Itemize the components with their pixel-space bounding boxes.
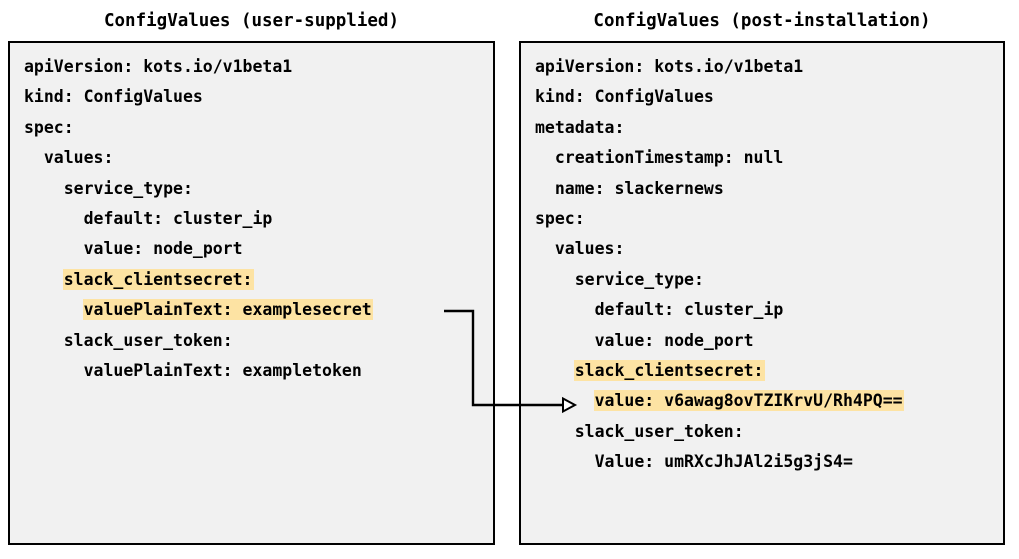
code-indent	[24, 148, 44, 167]
code-line: valuePlainText: examplesecret	[10, 295, 493, 325]
code-text: slack_user_token:	[63, 330, 233, 350]
code-line: metadata:	[521, 113, 1003, 143]
code-line: apiVersion: kots.io/v1beta1	[10, 52, 493, 82]
code-indent	[535, 300, 595, 319]
code-text: service_type:	[63, 178, 193, 198]
code-text: name: slackernews	[554, 178, 724, 198]
code-text: creationTimestamp: null	[554, 148, 784, 168]
code-line: service_type:	[521, 265, 1003, 295]
code-text: kind: ConfigValues	[535, 87, 714, 107]
code-line: values:	[521, 234, 1003, 264]
code-line: value: v6awag8ovTZIKrvU/Rh4PQ==	[521, 386, 1003, 416]
code-text: apiVersion: kots.io/v1beta1	[24, 57, 293, 76]
code-text: values:	[554, 239, 625, 259]
code-line: default: cluster_ip	[521, 295, 1003, 325]
code-indent	[535, 148, 555, 167]
code-indent	[535, 270, 575, 289]
code-lines-post-installation: apiVersion: kots.io/v1beta1 kind: ConfigV…	[521, 43, 1003, 543]
code-text: Value: umRXcJhJAl2i5g3jS4=	[594, 452, 853, 472]
code-indent	[24, 331, 64, 350]
code-lines-user-supplied: apiVersion: kots.io/v1beta1 kind: ConfigV…	[10, 43, 493, 543]
code-indent	[24, 270, 64, 289]
code-text: default: cluster_ip	[594, 300, 784, 320]
code-line: slack_clientsecret:	[521, 356, 1003, 386]
code-indent	[24, 361, 84, 380]
code-line: spec:	[10, 113, 493, 143]
code-line: service_type:	[10, 174, 493, 204]
code-text: service_type:	[574, 269, 704, 289]
code-text: value: node_port	[83, 239, 243, 259]
code-line: Value: umRXcJhJAl2i5g3jS4=	[521, 447, 1003, 477]
code-line: value: node_port	[521, 326, 1003, 356]
code-line: slack_clientsecret:	[10, 265, 493, 295]
code-line: default: cluster_ip	[10, 204, 493, 234]
code-indent	[535, 452, 595, 471]
code-text: metadata:	[535, 117, 625, 137]
code-text: spec:	[24, 117, 74, 137]
code-indent	[24, 300, 84, 319]
panel-title-user-supplied: ConfigValues (user-supplied)	[103, 11, 399, 31]
code-indent	[535, 331, 595, 350]
code-line: slack_user_token:	[10, 326, 493, 356]
code-text-highlighted: value: v6awag8ovTZIKrvU/Rh4PQ==	[594, 391, 903, 411]
code-line: kind: ConfigValues	[10, 82, 493, 112]
code-indent	[535, 422, 575, 441]
code-text-highlighted: slack_clientsecret:	[574, 360, 764, 380]
code-line: values:	[10, 143, 493, 173]
code-line: slack_user_token:	[521, 417, 1003, 447]
code-indent	[24, 179, 64, 198]
code-text: value: node_port	[594, 330, 754, 350]
code-text: values:	[43, 148, 114, 168]
code-text: apiVersion: kots.io/v1beta1	[535, 57, 804, 76]
code-text: slack_user_token:	[574, 421, 744, 441]
code-indent	[535, 391, 595, 410]
code-text: default: cluster_ip	[83, 208, 273, 228]
code-text: valuePlainText: exampletoken	[83, 360, 362, 380]
code-line: creationTimestamp: null	[521, 143, 1003, 173]
code-line: value: node_port	[10, 234, 493, 264]
code-indent	[24, 209, 84, 228]
code-indent	[24, 239, 84, 258]
code-text: spec:	[535, 208, 585, 228]
code-line: spec:	[521, 204, 1003, 234]
panel-title-post-installation: ConfigValues (post-installation)	[593, 11, 931, 31]
code-indent	[535, 361, 575, 380]
code-line: kind: ConfigValues	[521, 82, 1003, 112]
code-line: name: slackernews	[521, 174, 1003, 204]
code-panel-user-supplied: apiVersion: kots.io/v1beta1 kind: ConfigV…	[8, 41, 495, 545]
code-text-highlighted: valuePlainText: examplesecret	[83, 300, 372, 320]
code-text-highlighted: slack_clientsecret:	[63, 269, 253, 289]
code-indent	[535, 239, 555, 258]
code-line: apiVersion: kots.io/v1beta1	[521, 52, 1003, 82]
code-text: kind: ConfigValues	[24, 87, 203, 107]
code-line: valuePlainText: exampletoken	[10, 356, 493, 386]
code-indent	[535, 179, 555, 198]
code-panel-post-installation: apiVersion: kots.io/v1beta1 kind: ConfigV…	[519, 41, 1005, 545]
